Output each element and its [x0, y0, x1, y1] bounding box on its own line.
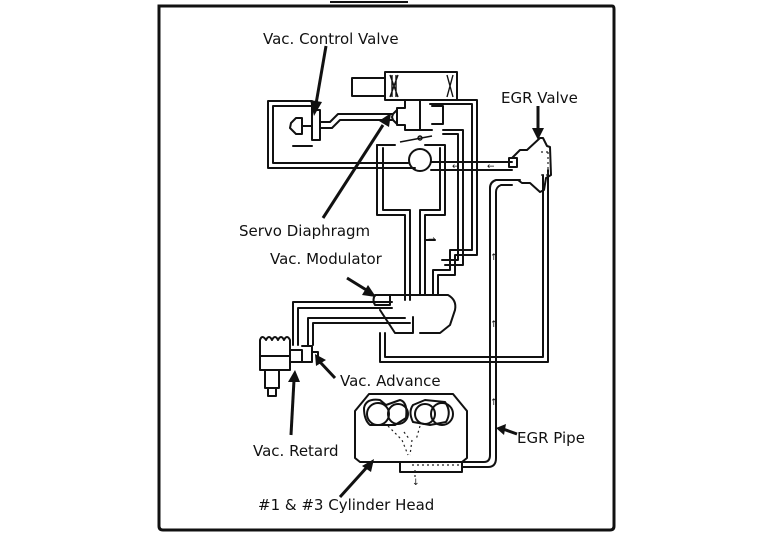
- vac-modulator: [372, 294, 457, 334]
- hose-left-loop: [267, 100, 416, 169]
- flow-arrow-up-1: ↑: [490, 253, 498, 263]
- flow-arrow-left-2: ←: [487, 162, 495, 172]
- flow-arrow-right: →: [428, 235, 436, 245]
- diagram-frame: [157, 4, 616, 532]
- servo-valve-body: [391, 99, 444, 131]
- label-servo-diaphragm: Servo Diaphragm: [239, 222, 370, 240]
- leader-servo-diaphragm: [321, 113, 391, 219]
- leader-vac-retard: [288, 370, 300, 436]
- label-egr-valve: EGR Valve: [501, 89, 578, 107]
- leader-cylinder-head: [338, 459, 374, 499]
- label-vac-modulator: Vac. Modulator: [270, 250, 383, 268]
- flow-arrow-left-1: ←: [452, 162, 460, 172]
- leader-vac-control-valve: [310, 45, 328, 116]
- flow-arrow-up-2: ↑: [490, 320, 498, 330]
- leader-vac-modulator: [346, 276, 376, 297]
- egr-pipe: [461, 179, 521, 468]
- distributor: [259, 336, 319, 397]
- label-vac-retard: Vac. Retard: [253, 442, 339, 460]
- label-vac-control-valve: Vac. Control Valve: [263, 30, 399, 48]
- hose-distributor-retard: [307, 317, 411, 346]
- label-vac-advance: Vac. Advance: [340, 372, 441, 390]
- hose-servo-loop: [376, 144, 411, 301]
- hose-right-verticals: [429, 99, 478, 296]
- vac-control-valve: [289, 109, 393, 147]
- label-egr-pipe: EGR Pipe: [517, 429, 585, 447]
- flow-arrow-up-3: ↑: [490, 398, 498, 408]
- hose-distributor-advance: [292, 301, 393, 346]
- egr-valve-body: [508, 137, 552, 193]
- flow-arrow-down: ↓: [412, 478, 420, 488]
- servo-diaphragm-chamber: [408, 148, 432, 172]
- leader-vac-advance: [315, 354, 337, 380]
- label-cylinder-head: #1 & #3 Cylinder Head: [258, 496, 434, 514]
- leader-egr-pipe: [496, 424, 518, 436]
- air-cleaner-actuator: [351, 71, 458, 101]
- leader-egr-valve: [532, 106, 544, 140]
- cylinder-head: [354, 393, 468, 478]
